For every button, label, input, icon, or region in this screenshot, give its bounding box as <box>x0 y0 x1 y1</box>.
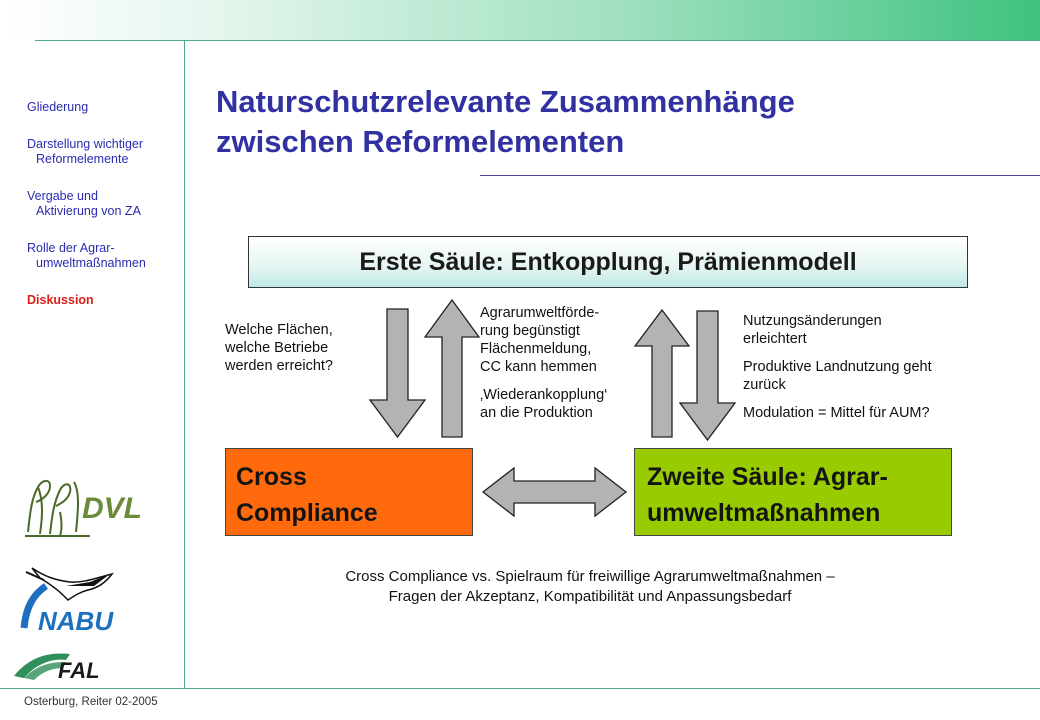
right-text-line: Produktive Landnutzung geht <box>743 359 932 375</box>
nav-item-label: Vergabe und <box>27 189 98 203</box>
nav-item-gliederung[interactable]: Gliederung <box>27 100 182 115</box>
nav-item-label: Gliederung <box>27 100 89 114</box>
right-text-line: Nutzungsänderungen <box>743 313 882 329</box>
mid-text-line: rung begünstigt <box>480 323 580 339</box>
down-arrow-right <box>678 310 737 442</box>
right-text-line: erleichtert <box>743 331 807 347</box>
second-pillar-box: Zweite Säule: Agrar- umweltmaßnahmen <box>634 448 952 536</box>
bottom-text-line2: Fragen der Akzeptanz, Kompatibilität und… <box>388 588 792 605</box>
left-question-text: Welche Flächen, welche Betriebe werden e… <box>225 321 375 375</box>
title-underline <box>480 175 1040 176</box>
mid-text-line: ‚Wiederankopplung‘ <box>480 387 608 403</box>
header-gradient-bar <box>0 0 1040 40</box>
page-title-line1: Naturschutzrelevante Zusammenhänge <box>216 84 795 119</box>
right-text-line: zurück <box>743 377 786 393</box>
mid-text-line: Flächenmeldung, <box>480 341 592 357</box>
footer-divider <box>0 688 1040 689</box>
nav-item-label-cont: Aktivierung von ZA <box>36 204 141 218</box>
nabu-logo-text: NABU <box>38 606 114 636</box>
dvl-logo-text: DVL <box>82 492 142 525</box>
up-arrow-left <box>423 298 481 438</box>
nav-item-diskussion[interactable]: Diskussion <box>27 293 182 308</box>
nav-item-label: Darstellung wichtiger <box>27 137 144 151</box>
mid-text-line: an die Produktion <box>480 405 593 421</box>
cross-compliance-line1: Cross <box>236 463 307 491</box>
right-text-paragraph-3: Modulation = Mittel für AUM? <box>743 404 1003 422</box>
down-arrow-left <box>368 308 427 439</box>
mid-text-line: Agrarumweltförde- <box>480 305 600 321</box>
right-text-paragraph-2: Produktive Landnutzung geht zurück <box>743 358 1003 394</box>
dvl-logo: DVL <box>25 479 142 537</box>
nav-item-label: Diskussion <box>27 293 94 307</box>
header-divider <box>35 40 1040 41</box>
cross-compliance-line2: Compliance <box>236 499 378 527</box>
double-arrow-horizontal <box>481 466 628 518</box>
nav-item-reformelemente[interactable]: Darstellung wichtiger Reformelemente <box>27 137 182 167</box>
first-pillar-label: Erste Säule: Entkopplung, Prämienmodell <box>359 247 857 276</box>
nav-item-label-cont: umweltmaßnahmen <box>36 256 146 270</box>
page-title: Naturschutzrelevante Zusammenhänge zwisc… <box>216 82 795 162</box>
sidebar-divider <box>184 40 185 688</box>
fal-logo: FAL <box>14 653 100 683</box>
page-title-line2: zwischen Reformelementen <box>216 124 625 159</box>
cross-compliance-box: Cross Compliance <box>225 448 473 536</box>
right-text-line: Modulation = Mittel für AUM? <box>743 405 930 421</box>
sidebar-nav: Gliederung Darstellung wichtiger Reforme… <box>27 100 182 330</box>
nav-item-vergabe[interactable]: Vergabe und Aktivierung von ZA <box>27 189 182 219</box>
nav-item-label: Rolle der Agrar- <box>27 241 115 255</box>
right-text: Nutzungsänderungen erleichtert Produktiv… <box>743 312 1003 432</box>
middle-text-paragraph-2: ‚Wiederankopplung‘ an die Produktion <box>480 386 660 422</box>
second-pillar-line1: Zweite Säule: Agrar- <box>647 463 888 491</box>
middle-text-paragraph-1: Agrarumweltförde- rung begünstigt Fläche… <box>480 304 660 376</box>
left-text-line: Welche Flächen, <box>225 322 333 338</box>
footer-text: Osterburg, Reiter 02-2005 <box>24 696 158 708</box>
bottom-summary-text: Cross Compliance vs. Spielraum für freiw… <box>260 567 920 607</box>
second-pillar-line2: umweltmaßnahmen <box>647 499 881 527</box>
right-text-paragraph-1: Nutzungsänderungen erleichtert <box>743 312 1003 348</box>
left-text-line: welche Betriebe <box>225 340 329 356</box>
nabu-logo: NABU <box>20 567 114 636</box>
nav-item-label-cont: Reformelemente <box>36 152 129 166</box>
mid-text-line: CC kann hemmen <box>480 359 597 375</box>
bottom-text-line1: Cross Compliance vs. Spielraum für freiw… <box>345 568 835 585</box>
up-arrow-right <box>633 308 691 438</box>
nav-item-agrarumwelt[interactable]: Rolle der Agrar- umweltmaßnahmen <box>27 241 182 271</box>
middle-text: Agrarumweltförde- rung begünstigt Fläche… <box>480 304 660 432</box>
first-pillar-box: Erste Säule: Entkopplung, Prämienmodell <box>248 236 968 288</box>
fal-logo-text: FAL <box>58 658 100 683</box>
left-text-line: werden erreicht? <box>225 358 333 374</box>
